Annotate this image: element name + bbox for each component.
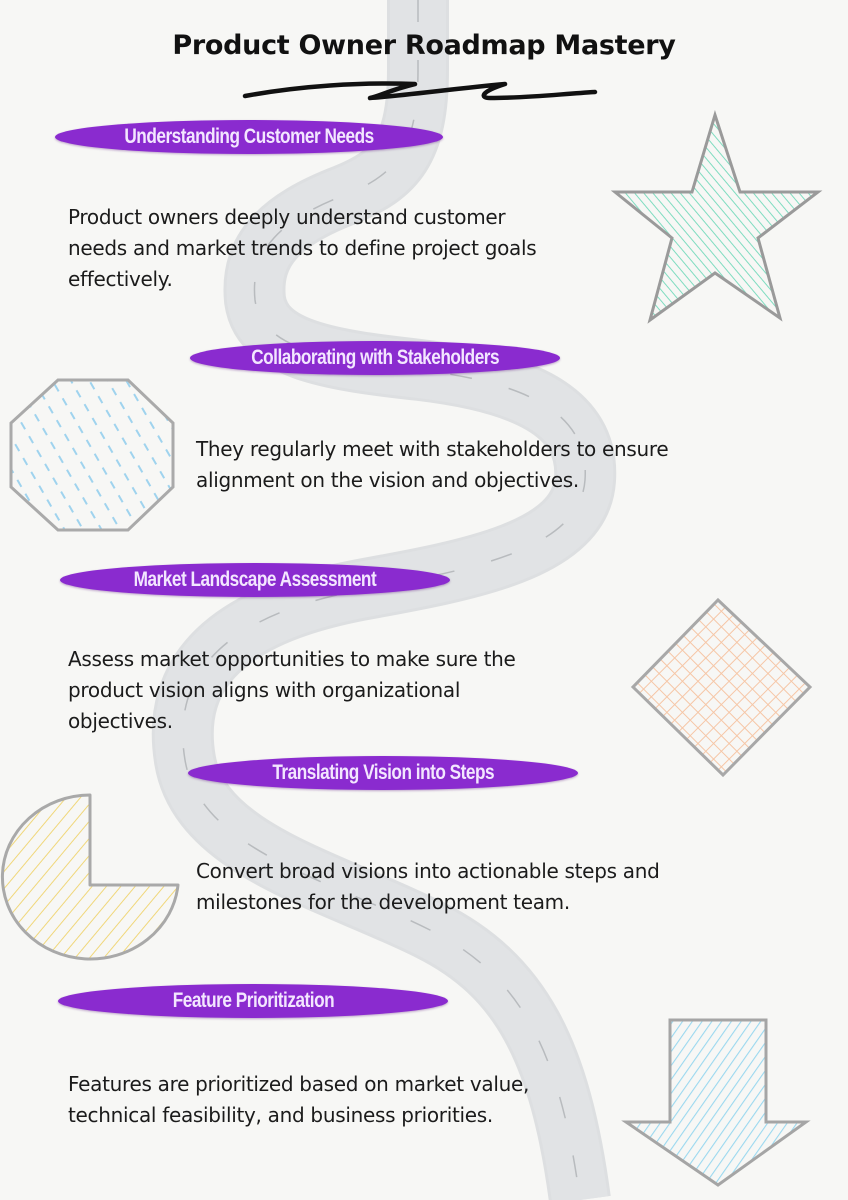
- pie-icon: [0, 793, 180, 961]
- section-description: They regularly meet with stakeholders to…: [196, 437, 669, 492]
- section-heading-pill: Understanding Customer Needs: [55, 120, 443, 154]
- section-heading-pill: Market Landscape Assessment: [60, 563, 450, 597]
- section-heading: Translating Vision into Steps: [272, 761, 494, 784]
- section-heading: Feature Prioritization: [172, 989, 334, 1012]
- section-heading: Market Landscape Assessment: [133, 568, 377, 591]
- section-description: Features are prioritized based on market…: [68, 1072, 530, 1127]
- section-heading: Understanding Customer Needs: [124, 125, 374, 148]
- section-heading-pill: Translating Vision into Steps: [188, 756, 578, 790]
- section-description: Product owners deeply understand custome…: [68, 205, 537, 291]
- octagon-icon: [9, 378, 175, 532]
- star-icon: [610, 110, 823, 324]
- squiggle-underline: [242, 81, 598, 101]
- arrow-down-icon: [621, 1018, 811, 1187]
- section-description: Convert broad visions into actionable st…: [196, 859, 660, 914]
- section-description: Assess market opportunities to make sure…: [68, 647, 516, 733]
- section-heading-pill: Collaborating with Stakeholders: [190, 341, 560, 375]
- section-heading: Collaborating with Stakeholders: [251, 346, 499, 369]
- page-title: Product Owner Roadmap Mastery: [172, 30, 676, 61]
- section-heading-pill: Feature Prioritization: [58, 984, 448, 1018]
- diamond-icon: [630, 597, 813, 778]
